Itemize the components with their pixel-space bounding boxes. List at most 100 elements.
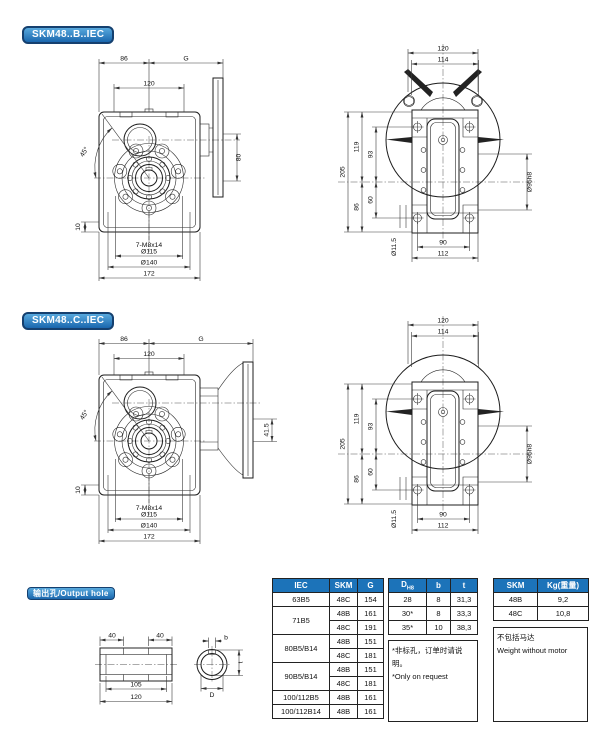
table-row: 48B 9,2 (493, 592, 589, 607)
dim-40-left: 40 (108, 633, 116, 640)
note-en: *Only on request (392, 671, 448, 681)
slot-bolts (420, 147, 466, 193)
b-cell: 10 (426, 620, 451, 635)
skm-cell: 48B (493, 592, 538, 607)
table-row: 35* 10 38,3 (388, 620, 478, 635)
dim-d11-5: Ø11.5 (391, 510, 398, 528)
skm-cell: 48B (329, 634, 358, 649)
dim-10: 10 (75, 486, 82, 494)
dimensions-b-left: 45° 86 G 120 80 10 7-M8x14 Ø115 Ø140 (75, 55, 243, 281)
col-header-skm: SKM (493, 578, 538, 593)
note-cn: *非标孔，订单时请说明。 (392, 646, 463, 668)
kg-cell: 9,2 (537, 592, 589, 607)
g-cell: 191 (357, 620, 384, 635)
iec-cell: 63B5 (272, 592, 330, 607)
dimensions-c-left: 45° 86 G 120 41.5 10 7-M8x14 Ø115 Ø140 (75, 336, 277, 544)
table-row: 30* 8 33,3 (388, 606, 478, 621)
dim-d115: Ø115 (141, 512, 157, 519)
dim-d95h8: Ø95h8 (527, 444, 534, 465)
dim-b: b (224, 635, 228, 642)
col-header-d-h8: DH8 (388, 578, 427, 593)
flange-hex-bolts (403, 95, 483, 107)
dim-105: 105 (130, 682, 142, 689)
skm-cell: 48C (329, 676, 358, 691)
b-cell: 8 (426, 606, 451, 621)
table-row: 48C 181 (273, 648, 384, 663)
skm-cell: 48B (329, 662, 358, 677)
col-header-iec: IEC (272, 578, 330, 593)
input-bore-c (123, 386, 157, 420)
dim-60: 60 (368, 196, 375, 204)
corner-bolts (411, 393, 476, 496)
b-cell: 8 (426, 592, 451, 607)
dim-40-right: 40 (156, 633, 164, 640)
dim-205: 205 (340, 438, 347, 450)
motor-flange-b5 (199, 77, 224, 198)
gearbox-housing-c (94, 371, 262, 515)
dim-angle-45: 45° (78, 145, 90, 158)
iec-cell: 90B5/B14 (272, 662, 330, 691)
badge-skm48-b-iec: SKM48..B..IEC (22, 26, 115, 44)
table-row: 48C 10,8 (493, 606, 589, 621)
dimensions-b-right: 120 114 205 119 93 86 60 Ø95h8 Ø11.5 90 (340, 45, 534, 262)
dim-d11-5: Ø11.5 (391, 238, 398, 256)
dim-41-5: 41.5 (264, 423, 271, 436)
iec-cell: 100/112B5 (272, 690, 330, 705)
note-cn: 不包括马达 (497, 633, 535, 642)
dim-112: 112 (438, 251, 449, 258)
table-header-row: SKM Kg(重量) (493, 578, 589, 593)
input-bore-b (123, 123, 157, 157)
dim-90: 90 (439, 240, 447, 247)
dim-t: t (238, 661, 245, 663)
badge-output-hole: 输出孔/Output hole (27, 587, 115, 600)
drawing-skm48b-side-view: 45° 86 G 120 80 10 7-M8x14 Ø115 Ø140 (75, 55, 243, 281)
dimensions-output-hole: 40 40 105 120 b t D (99, 633, 245, 705)
d-cell: 30* (388, 606, 427, 621)
g-cell: 181 (357, 648, 384, 663)
dim-80: 80 (236, 154, 243, 162)
col-header-b: b (426, 578, 451, 593)
side-fins (386, 409, 504, 415)
dim-bolts: 7-M8x14 (136, 242, 163, 249)
dim-g: G (183, 55, 188, 62)
dim-120: 120 (437, 45, 449, 52)
dim-120: 120 (143, 80, 155, 87)
hollow-shaft-section (95, 647, 177, 682)
dim-90: 90 (439, 512, 447, 519)
skm-cell: 48C (329, 648, 358, 663)
g-cell: 151 (357, 634, 384, 649)
dimensions-c-right: 120 114 205 119 93 86 60 Ø95h8 Ø11.5 90 (340, 317, 534, 534)
motor-flange-circle-c (338, 316, 535, 514)
table-row: 71B5 48B 161 (272, 606, 384, 635)
table-header-row: IEC SKM G (272, 578, 384, 593)
motor-flange-c-bell (199, 361, 254, 479)
t-cell: 38,3 (450, 620, 478, 635)
dim-bolts: 7-M8x14 (136, 505, 163, 512)
weight-table: SKM Kg(重量) 48B 9,2 48C 10,8 (493, 578, 589, 621)
dim-g: G (198, 336, 203, 343)
dim-119: 119 (354, 141, 361, 152)
d-cell: 28 (388, 592, 427, 607)
skm-cell: 48C (493, 606, 538, 621)
drawing-skm48c-front-view: 120 114 205 119 93 86 60 Ø95h8 Ø11.5 90 (338, 316, 535, 534)
table-row: 100/112B5 48B 161 (272, 690, 384, 705)
table-row: 100/112B14 48B 161 (272, 704, 384, 719)
t-cell: 31,3 (450, 592, 478, 607)
top-fins (404, 69, 482, 97)
dim-120: 120 (437, 317, 449, 324)
dim-86: 86 (120, 336, 128, 343)
bore-cross-section (194, 646, 230, 683)
dim-172: 172 (143, 271, 155, 278)
table-row: 63B5 48C 154 (272, 592, 384, 607)
g-cell: 154 (357, 592, 384, 607)
dim-angle-45: 45° (78, 408, 90, 421)
side-fins (386, 137, 504, 143)
dim-93: 93 (368, 423, 375, 431)
iec-flange-table: IEC SKM G 63B5 48C 154 71B5 48B 161 48C … (272, 578, 384, 719)
bore-dimension-table: DH8 b t 28 8 31,3 30* 8 33,3 35* 10 38,3 (388, 578, 478, 635)
dim-205: 205 (340, 166, 347, 178)
table-row: 28 8 31,3 (388, 592, 478, 607)
skm-cell: 48B (329, 690, 358, 705)
dim-172: 172 (143, 534, 155, 541)
